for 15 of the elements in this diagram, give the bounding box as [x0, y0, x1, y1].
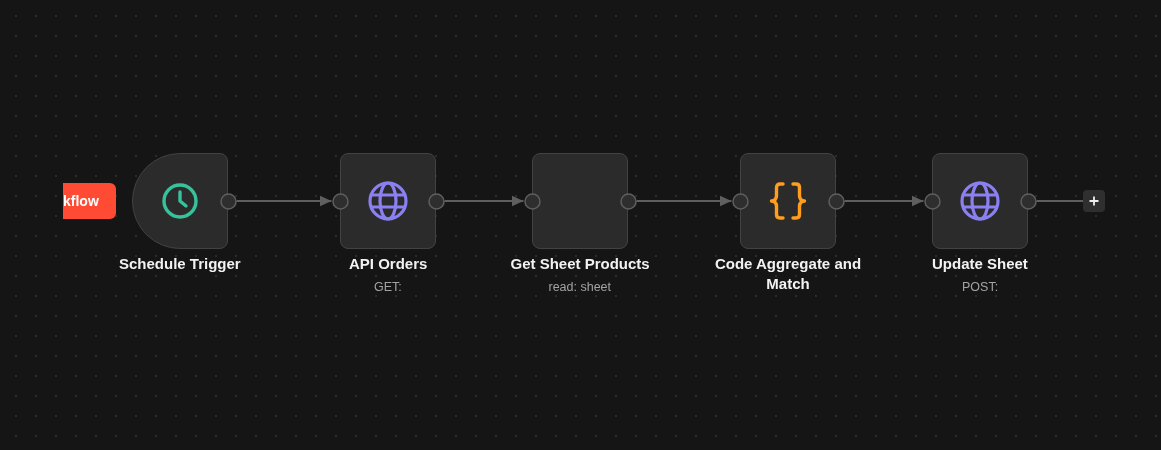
- add-node-button: [1083, 190, 1105, 212]
- node-subtitle: GET:: [374, 279, 402, 295]
- arrow: [235, 195, 333, 207]
- node-title: Get Sheet Products: [510, 254, 650, 274]
- node-title: Update Sheet: [932, 254, 1028, 274]
- node-title: API Orders: [349, 254, 428, 274]
- node-subtitle: read: sheet: [548, 279, 612, 295]
- node-subtitle: POST:: [962, 279, 999, 295]
- node-title: Code Aggregate and Match: [713, 254, 863, 294]
- node-title: Schedule Trigger: [119, 254, 241, 274]
- arrow: [635, 195, 733, 207]
- connector-line: [1035, 200, 1084, 202]
- workflow-badge: kflow: [63, 183, 116, 219]
- arrow: [843, 195, 925, 207]
- arrow: [443, 195, 525, 207]
